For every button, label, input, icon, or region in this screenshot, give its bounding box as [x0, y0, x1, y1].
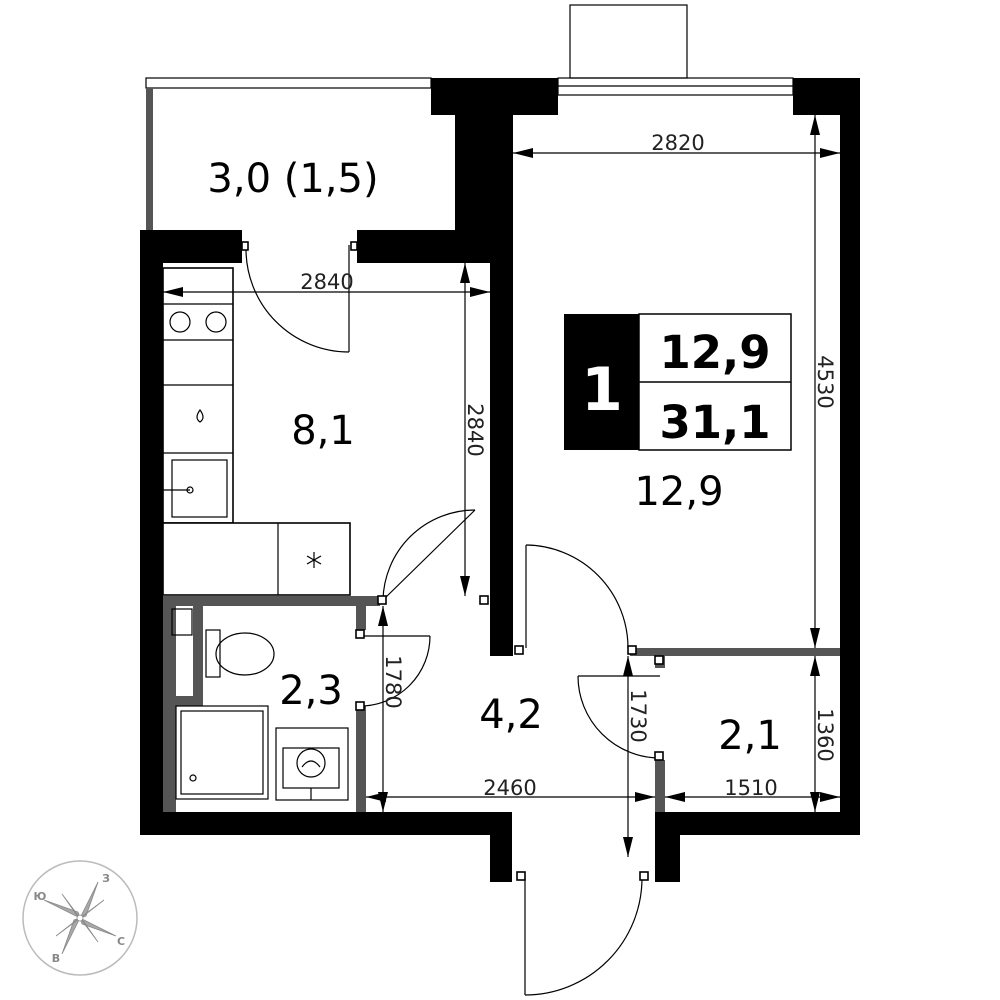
dim-label-kitchen-length: 2840 — [463, 403, 487, 456]
room-area-storage: 2,1 — [718, 713, 782, 759]
compass-west-label: З — [102, 872, 110, 885]
apartment-info-badge: 1 12,9 31,1 — [564, 313, 792, 451]
window-bay — [557, 4, 794, 96]
fridge-snowflake-icon — [306, 552, 322, 568]
loggia-railing — [145, 77, 432, 230]
compass-east-label: В — [52, 952, 60, 965]
bathroom-fixtures — [171, 608, 349, 801]
dim-label-living-length: 4530 — [813, 355, 837, 408]
compass-north-label: С — [117, 935, 125, 948]
compass-ring — [22, 860, 138, 976]
room-area-hallway: 4,2 — [479, 692, 543, 738]
doors — [241, 241, 664, 996]
kitchen-door[interactable] — [377, 509, 489, 605]
dim-label-hall-length: 1730 — [626, 689, 650, 742]
dim-label-hall-width: 2460 — [483, 776, 536, 800]
compass-south-label: Ю — [34, 890, 47, 903]
dimension-lines — [163, 115, 840, 857]
loggia-door[interactable] — [241, 241, 358, 353]
badge-rooms-count: 1 — [581, 355, 623, 425]
water-drop-icon — [196, 408, 204, 423]
compass-rose-icon — [43, 881, 117, 955]
dim-label-kitchen-width: 2840 — [300, 270, 353, 294]
storage-door[interactable] — [577, 655, 664, 761]
dim-label-storage-length: 1360 — [813, 708, 837, 761]
dim-label-living-width: 2820 — [651, 131, 704, 155]
stove-burner-icon — [169, 311, 191, 333]
room-area-loggia: 3,0 (1,5) — [207, 156, 378, 202]
living-door[interactable] — [514, 544, 637, 655]
kitchen-sink — [171, 459, 228, 518]
room-area-living: 12,9 — [634, 469, 723, 515]
partitions — [163, 596, 840, 812]
bathroom-door[interactable] — [355, 629, 431, 711]
dim-label-storage-width: 1510 — [724, 776, 777, 800]
room-area-bathroom: 2,3 — [279, 668, 343, 714]
washing-machine — [171, 608, 193, 636]
toilet-icon — [205, 629, 275, 678]
dim-label-bath-length: 1780 — [381, 655, 405, 708]
compass: З Ю В С — [22, 860, 138, 976]
washbasin-icon — [275, 727, 349, 801]
walls — [140, 78, 860, 882]
badge-living-area: 12,9 — [659, 326, 770, 379]
kitchen-fixtures — [160, 267, 351, 596]
room-area-kitchen: 8,1 — [291, 408, 355, 454]
shower-tray — [175, 705, 269, 800]
badge-total-area: 31,1 — [659, 396, 770, 449]
stove-burner-icon — [205, 311, 227, 333]
entrance-door[interactable] — [516, 871, 649, 996]
